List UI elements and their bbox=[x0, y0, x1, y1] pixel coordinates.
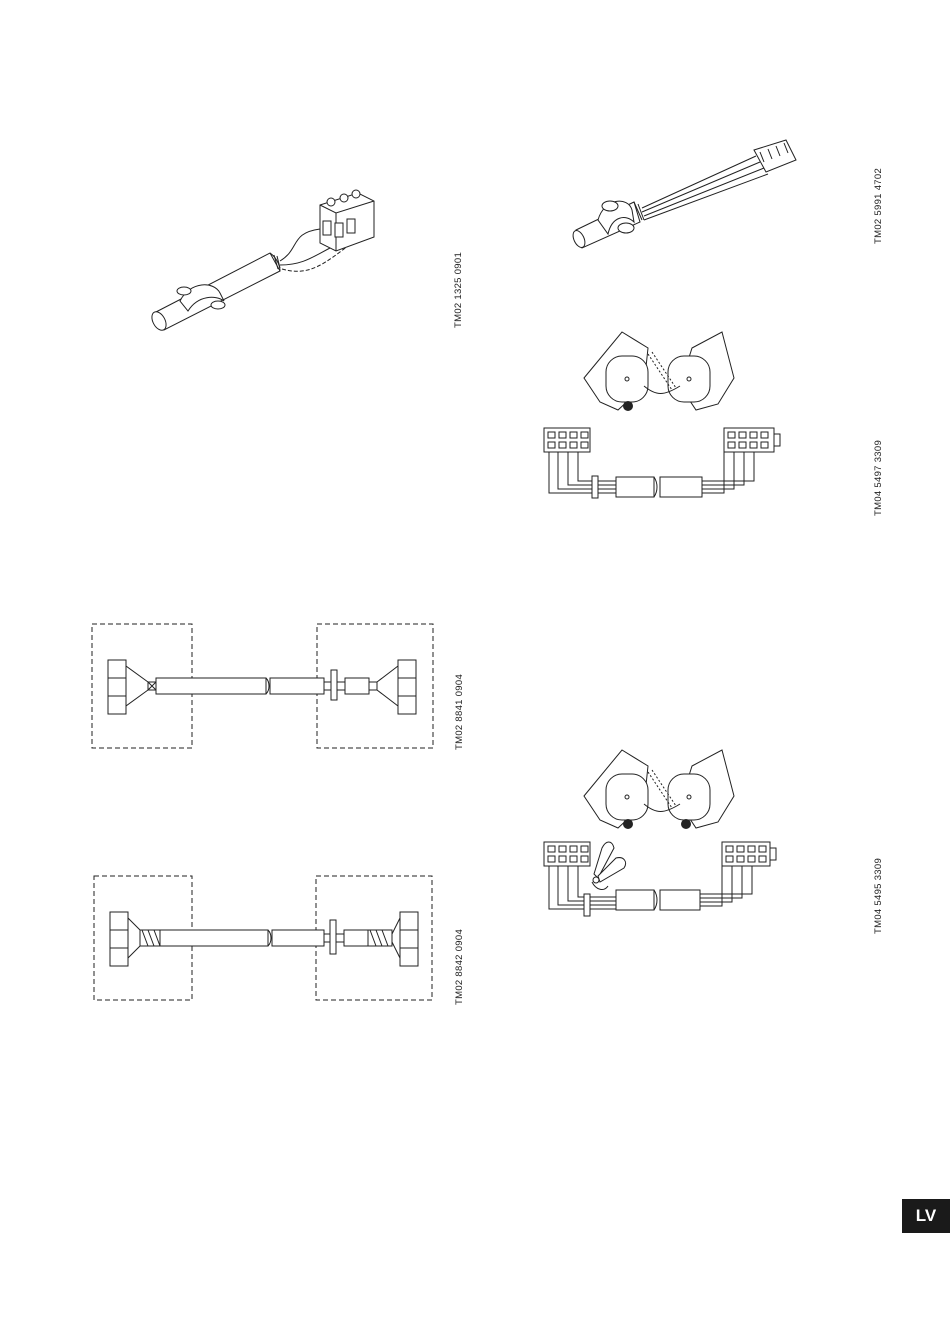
figure-code-sensor-terminal: TM02 1325 0901 bbox=[453, 252, 464, 328]
shield-wiring-a-diagram bbox=[90, 622, 436, 750]
figure-code-pumps-wiring-a: TM04 5497 3309 bbox=[873, 440, 884, 516]
sensor-plug-illustration bbox=[572, 138, 804, 250]
pumps-wiring-a-illustration bbox=[540, 330, 785, 505]
sensor-terminal-illustration bbox=[140, 185, 390, 335]
figure-code-sensor-plug: TM02 5991 4702 bbox=[873, 168, 884, 244]
pumps-wiring-b-illustration bbox=[540, 748, 785, 920]
shield-wiring-b-diagram bbox=[92, 874, 438, 1002]
language-tab: LV bbox=[902, 1199, 950, 1233]
figure-code-shield-wiring-a: TM02 8841 0904 bbox=[454, 674, 465, 750]
figure-code-pumps-wiring-b: TM04 5495 3309 bbox=[873, 858, 884, 934]
figure-code-shield-wiring-b: TM02 8842 0904 bbox=[454, 929, 465, 1005]
